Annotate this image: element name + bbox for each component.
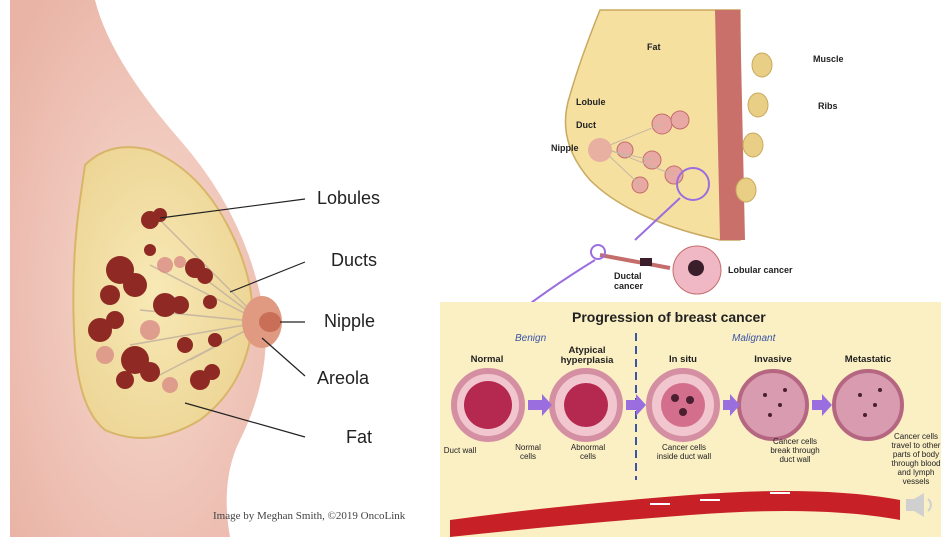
stage-invasive: Invasive bbox=[738, 355, 808, 365]
cancer-progression-diagram: Fat Muscle Lobule Ribs Duct Nipple Ducta… bbox=[440, 0, 941, 537]
label-ribs: Ribs bbox=[818, 101, 838, 111]
label-lobular-cancer: Lobular cancer bbox=[728, 265, 793, 275]
note-travel: Cancer cells travel to other parts of bo… bbox=[891, 432, 941, 486]
label-fat-top: Fat bbox=[647, 42, 661, 52]
note-abnormal-cells: Abnormal cells bbox=[568, 443, 608, 461]
label-areola: Areola bbox=[317, 368, 369, 389]
stage-atypical: Atypical hyperplasia bbox=[552, 346, 622, 366]
label-fat: Fat bbox=[346, 427, 372, 448]
progression-title: Progression of breast cancer bbox=[572, 309, 766, 325]
label-lobule: Lobule bbox=[576, 97, 606, 107]
label-ducts: Ducts bbox=[331, 250, 377, 271]
note-break-through: Cancer cells break through duct wall bbox=[770, 437, 820, 464]
stage-metastatic: Metastatic bbox=[833, 355, 903, 365]
benign-label: Benign bbox=[515, 333, 546, 344]
stage-in-situ: In situ bbox=[648, 355, 718, 365]
note-inside-duct: Cancer cells inside duct wall bbox=[654, 443, 714, 461]
label-nipple: Nipple bbox=[324, 311, 375, 332]
label-duct: Duct bbox=[576, 120, 596, 130]
stage-normal: Normal bbox=[452, 355, 522, 365]
image-credit: Image by Meghan Smith, ©2019 OncoLink bbox=[213, 510, 405, 522]
label-nipple-top: Nipple bbox=[551, 143, 579, 153]
breast-anatomy-diagram: Lobules Ducts Nipple Areola Fat Image by… bbox=[0, 0, 440, 537]
label-ductal-cancer: Ductal cancer bbox=[614, 271, 659, 291]
malignant-label: Malignant bbox=[732, 333, 775, 344]
label-muscle: Muscle bbox=[813, 54, 844, 64]
nipple bbox=[259, 312, 281, 332]
note-duct-wall: Duct wall bbox=[440, 446, 480, 455]
label-lobules: Lobules bbox=[317, 188, 380, 209]
note-normal-cells: Normal cells bbox=[508, 443, 548, 461]
